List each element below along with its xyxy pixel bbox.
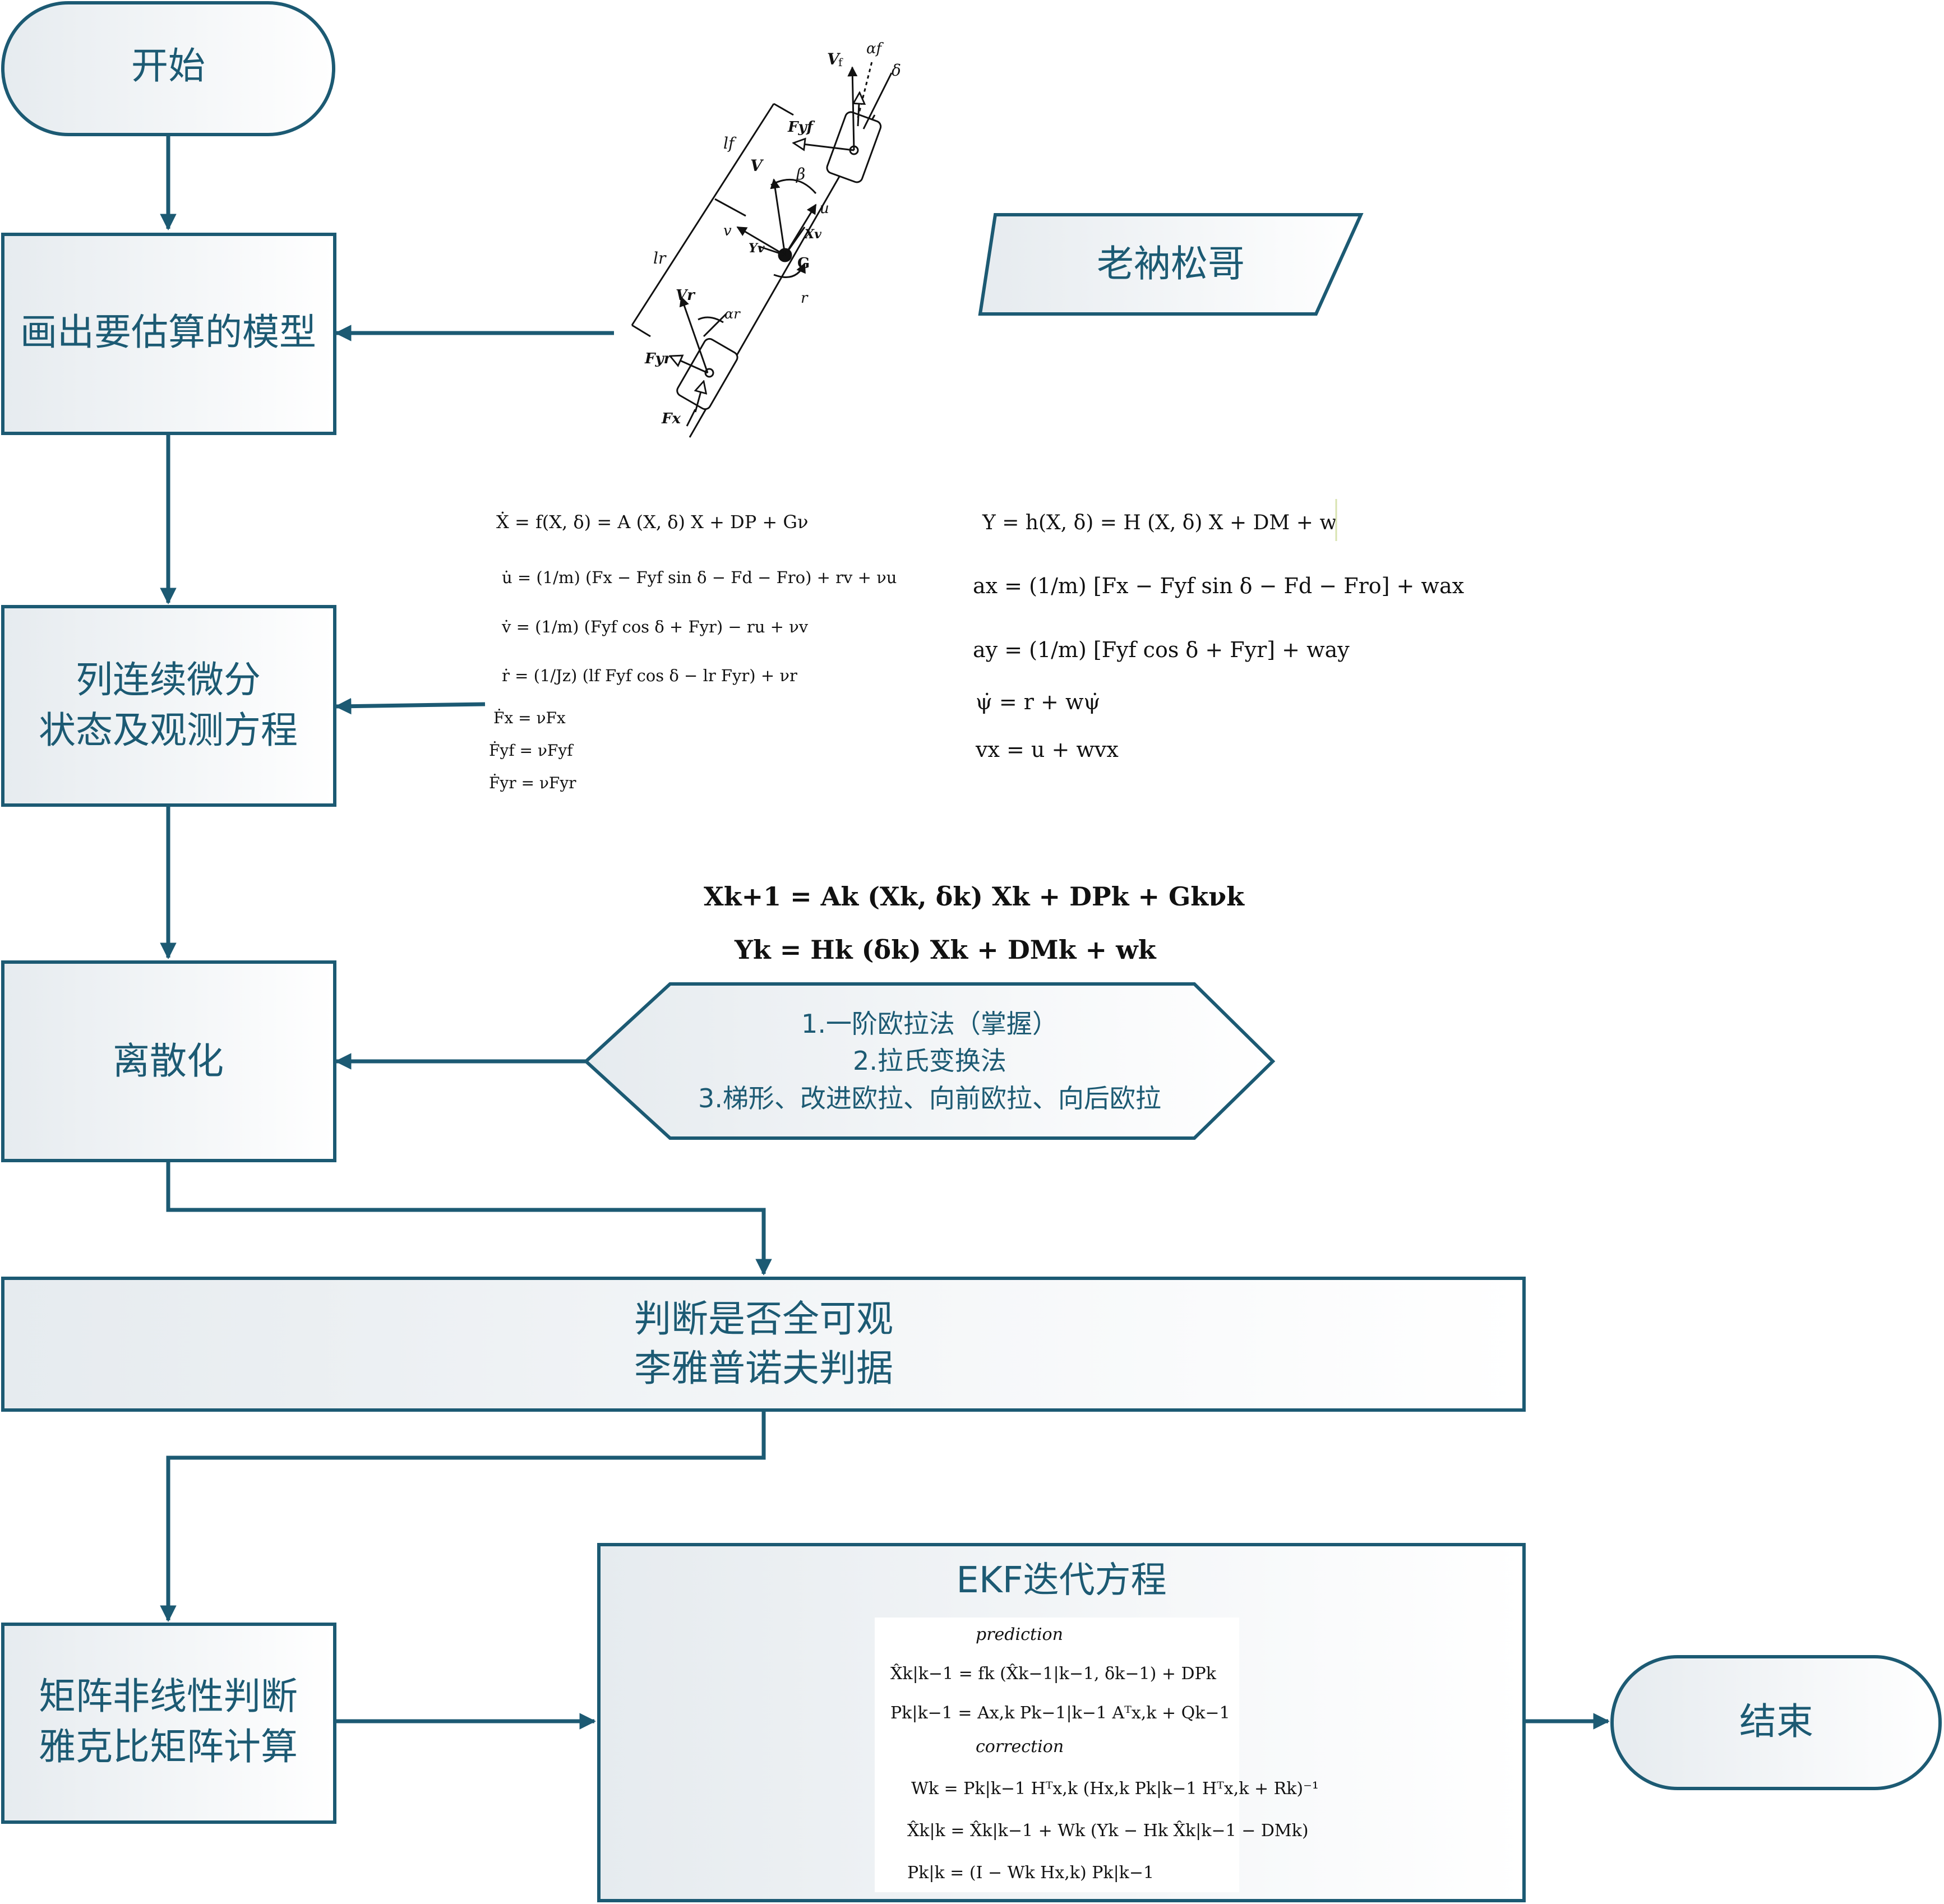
observability-line2: 李雅普诺夫判据 (634, 1347, 893, 1390)
ekf-prediction-eq-0: X̂k|k−1 = fk (X̂k−1|k−1, δk−1) + DPk (890, 1664, 1217, 1684)
state-eq-5: Ḟyf = νFyf (489, 741, 574, 760)
state-eq-0: Ẋ = f(X, δ) = A (X, δ) X + DP + Gν (496, 511, 808, 533)
vehicle-bicycle-model-diagram (631, 61, 893, 438)
vehicle-model-labels: V f αf δ Fyf lf V β u v Xv Yv G r lr Vr … (644, 40, 901, 427)
jacobian-line1: 矩阵非线性判断 (39, 1675, 298, 1718)
label-fx: Fx (661, 410, 681, 427)
observability-line1: 判断是否全可观 (634, 1297, 893, 1341)
equations-label-line2: 状态及观测方程 (39, 709, 298, 752)
label-v-lat: v (723, 223, 732, 239)
discrete-eq-0: Xk+1 = Ak (Xk, δk) Xk + DPk + Gkνk (704, 881, 1245, 912)
label-xv: Xv (804, 227, 821, 242)
label-yv: Yv (749, 241, 765, 256)
end-node: 结束 (1610, 1655, 1942, 1790)
start-node: 开始 (1, 1, 335, 136)
methods-line2: 2.拉氏变换法 (853, 1046, 1006, 1076)
model-label: 画出要估算的模型 (20, 311, 316, 354)
discrete-eq-1: Yk = Hk (δk) Xk + DMk + wk (734, 935, 1157, 965)
author-node: 老衲松哥 (978, 213, 1364, 316)
equations-node: 列连续微分 状态及观测方程 (1, 605, 336, 807)
connectors (160, 135, 1610, 1730)
methods-line1: 1.一阶欧拉法（掌握） (801, 1009, 1058, 1039)
arrow-discretize-to-observability (166, 1161, 772, 1276)
continuous-state-equations: Ẋ = f(X, δ) = A (X, δ) X + DP + Gν u̇ = … (489, 511, 897, 792)
label-alpha-r: αr (724, 306, 741, 322)
label-r: r (801, 290, 809, 307)
ekf-node: EKF迭代方程 prediction X̂k|k−1 = fk (X̂k−1|k… (597, 1543, 1526, 1902)
state-eq-6: Ḟyr = νFyr (489, 774, 576, 792)
discretize-node: 离散化 (1, 960, 336, 1162)
ekf-correction-eq-2: Pk|k = (I − Wk Hx,k) Pk|k−1 (907, 1863, 1154, 1883)
discretization-methods-node: 1.一阶欧拉法（掌握） 2.拉氏变换法 3.梯形、改进欧拉、向前欧拉、向后欧拉 (583, 982, 1276, 1140)
label-lf: lf (723, 134, 737, 152)
label-alpha-f: αf (866, 40, 884, 57)
state-eq-4: Ḟx = νFx (493, 709, 566, 727)
end-label: 结束 (1739, 1700, 1813, 1743)
state-eq-3: ṙ = (1/Jz) (lf Fyf cos δ − lr Fyr) + νr (502, 666, 797, 685)
label-lr: lr (653, 249, 667, 267)
label-vr: Vr (676, 287, 696, 304)
jacobian-line2: 雅克比矩阵计算 (39, 1725, 298, 1768)
label-g: G (797, 255, 810, 272)
author-label: 老衲松哥 (1097, 242, 1245, 285)
ekf-title: EKF迭代方程 (956, 1560, 1166, 1601)
obs-eq-0: Y = h(X, δ) = H (X, δ) X + DM + w (982, 511, 1337, 534)
ekf-correction-eq-0: Wk = Pk|k−1 Hᵀx,k (Hx,k Pk|k−1 Hᵀx,k + R… (911, 1779, 1319, 1799)
discretize-label: 离散化 (113, 1039, 224, 1083)
jacobian-node: 矩阵非线性判断 雅克比矩阵计算 (1, 1623, 336, 1824)
discrete-equations: Xk+1 = Ak (Xk, δk) Xk + DPk + Gkνk Yk = … (704, 881, 1245, 965)
arrow-observability-to-jacobian (160, 1410, 766, 1622)
label-v: V (750, 156, 764, 175)
observability-node: 判断是否全可观 李雅普诺夫判据 (1, 1277, 1526, 1412)
arrow-statespace-to-equations (335, 697, 486, 715)
label-fyf: Fyf (787, 119, 815, 136)
ekf-prediction-label: prediction (976, 1625, 1063, 1644)
label-vf-sub: f (838, 56, 843, 69)
start-label: 开始 (131, 44, 205, 87)
obs-eq-4: vx = u + wvx (975, 737, 1119, 762)
model-node: 画出要估算的模型 (1, 233, 336, 435)
equations-label-line1: 列连续微分 (76, 658, 261, 701)
label-u: u (820, 200, 829, 217)
ekf-correction-eq-1: X̂k|k = X̂k|k−1 + Wk (Yk − Hk X̂k|k−1 − … (907, 1821, 1309, 1841)
label-fyr: Fyr (644, 350, 673, 367)
ekf-correction-label: correction (976, 1737, 1064, 1757)
observation-equations: Y = h(X, δ) = H (X, δ) X + DM + w ax = (… (973, 499, 1464, 762)
obs-eq-2: ay = (1/m) [Fyf cos δ + Fyr] + way (973, 637, 1350, 662)
state-eq-2: v̇ = (1/m) (Fyf cos δ + Fyr) − ru + νv (501, 617, 809, 636)
obs-eq-1: ax = (1/m) [Fx − Fyf sin δ − Fd − Fro] +… (973, 574, 1464, 598)
label-vf: V (827, 50, 841, 68)
ekf-prediction-eq-1: Pk|k−1 = Ax,k Pk−1|k−1 Aᵀx,k + Qk−1 (890, 1703, 1230, 1723)
methods-line3: 3.梯形、改进欧拉、向前欧拉、向后欧拉 (698, 1083, 1161, 1113)
label-beta: β (796, 165, 805, 183)
label-delta: δ (892, 61, 901, 80)
state-eq-1: u̇ = (1/m) (Fx − Fyf sin δ − Fd − Fro) +… (502, 568, 897, 587)
obs-eq-3: ψ̇ = r + wψ̇ (976, 690, 1100, 714)
dimension-line (631, 103, 775, 326)
